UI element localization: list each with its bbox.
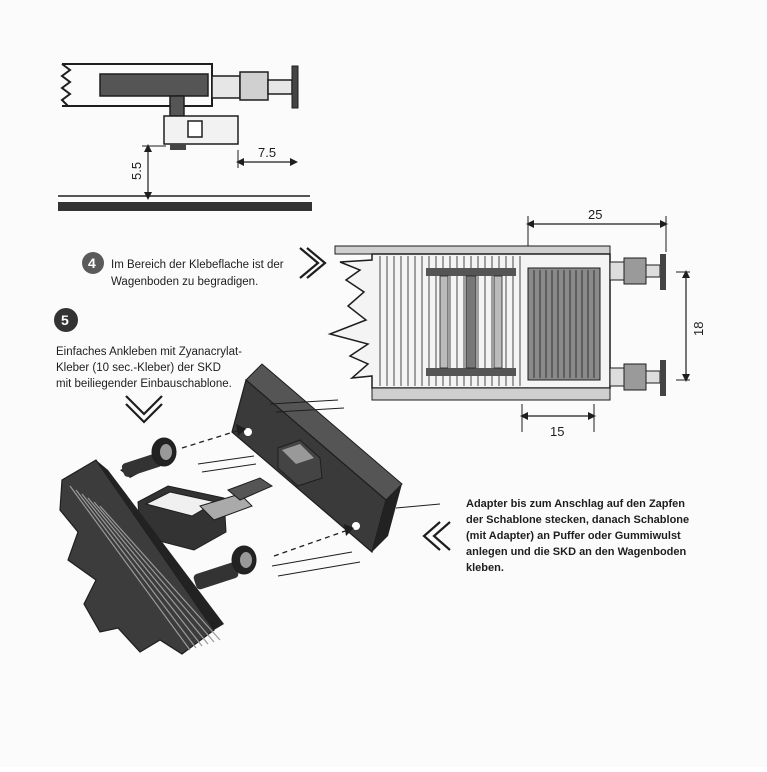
chevron-right-icon (299, 247, 320, 279)
step-4-instruction: 4 Im Bereich der Klebeflache ist der Wag… (82, 247, 327, 288)
top-detail-drawing: 5.5 7.5 (58, 63, 312, 211)
assembly-illustration (59, 363, 441, 655)
dim-height-5-5: 5.5 (129, 162, 144, 180)
adapter-instruction: Adapter bis zum Anschlag auf den Zapfen … (422, 498, 689, 574)
step-5-instruction: 5 Einfaches Ankleben mit Zyanacrylat- Kl… (54, 308, 242, 424)
dim-height-18: 18 (691, 322, 706, 336)
step-5-line-2: Kleber (10 sec.-Kleber) der SKD (56, 362, 221, 374)
chevron-left-icon (422, 521, 441, 551)
adapter-note-line-2: der Schablone stecken, danach Schablone (466, 514, 689, 526)
adapter-note-line-5: kleben. (466, 562, 504, 574)
chevron-down-icon (125, 395, 163, 416)
dim-length-25: 25 (588, 207, 602, 222)
step-5-line-3: mit beiliegender Einbauschablone. (56, 378, 232, 390)
side-view-drawing: 25 18 15 (327, 207, 706, 439)
dim-length-7-5: 7.5 (258, 145, 276, 160)
step-4-line-2: Wagenboden zu begradigen. (111, 276, 258, 288)
step-5-badge (54, 308, 78, 332)
adapter-note-line-1: Adapter bis zum Anschlag auf den Zapfen (466, 498, 685, 510)
adapter-note-line-3: (mit Adapter) an Puffer oder Gummiwulst (466, 530, 681, 542)
step-5-line-1: Einfaches Ankleben mit Zyanacrylat- (56, 346, 242, 358)
step-5-number: 5 (61, 312, 69, 328)
dim-length-15: 15 (550, 424, 564, 439)
step-4-line-1: Im Bereich der Klebeflache ist der (111, 259, 284, 271)
step-4-number: 4 (88, 255, 96, 271)
adapter-note-line-4: anlegen und die SKD an den Wagenboden (466, 546, 686, 558)
step-4-badge (82, 252, 104, 274)
